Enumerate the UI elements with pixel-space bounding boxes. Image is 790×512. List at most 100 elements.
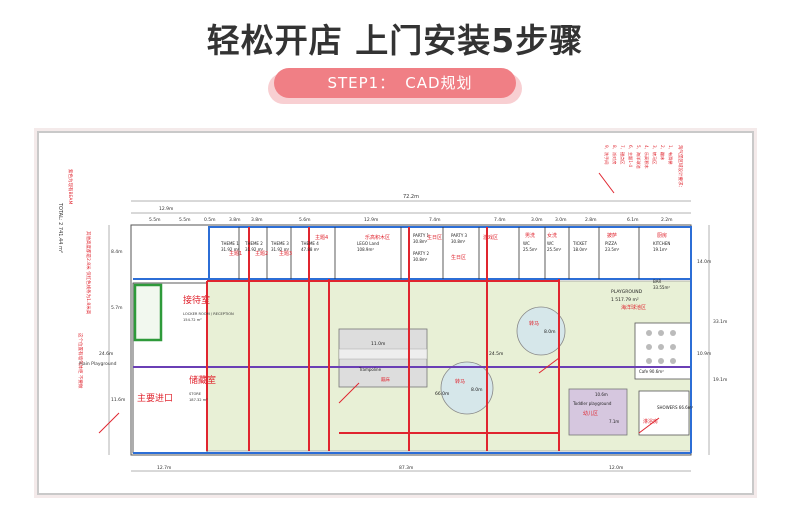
svg-text:PARTY 1: PARTY 1 <box>413 233 430 238</box>
merry-dim-2: 8.0m <box>471 387 483 393</box>
svg-text:18.0m²: 18.0m² <box>573 247 588 252</box>
svg-text:2、蹦床: 2、蹦床 <box>659 145 666 161</box>
svg-text:30.8m²: 30.8m² <box>413 239 428 244</box>
svg-text:25.5m²: 25.5m² <box>523 247 538 252</box>
cad-plan-frame: 72.2m 12.9m 5.5m 5.5m 0.5m 3.8m 3.8m 5.6… <box>37 131 754 495</box>
note-right-top: 淘气堡区域设计要求： <box>677 145 684 190</box>
svg-text:乐高积木区: 乐高积木区 <box>365 234 390 241</box>
svg-text:19.1m²: 19.1m² <box>653 247 668 252</box>
svg-text:87.3m: 87.3m <box>399 465 413 471</box>
note-left-bottom: 这个位置有墙气体柜 不要做 <box>77 333 84 389</box>
svg-text:PIZZA: PIZZA <box>605 241 617 246</box>
step-pill: STEP1： CAD规划 <box>274 68 516 98</box>
dim-left: 8.4m 5.7m 24.6m 11.6m <box>99 249 125 403</box>
svg-text:12.0m: 12.0m <box>609 465 623 471</box>
trampoline-cn: 蹦床 <box>381 376 390 383</box>
svg-text:31.92 m²: 31.92 m² <box>271 247 290 252</box>
svg-text:5.6m: 5.6m <box>299 217 311 223</box>
merry-go-round-2 <box>440 361 494 415</box>
room-dividers <box>238 227 640 279</box>
svg-text:6、主题1-4: 6、主题1-4 <box>627 145 634 167</box>
toddler-dim-1: 10.6m <box>595 392 608 397</box>
toddler-en: Toddler playground <box>572 401 612 406</box>
svg-text:30.8m²: 30.8m² <box>413 257 428 262</box>
svg-text:TICKET: TICKET <box>572 241 588 246</box>
reception-area: 154.72 m² <box>183 318 202 322</box>
svg-text:9、洗手间: 9、洗手间 <box>603 145 610 164</box>
note-left-mid: 其他高度都是2.8米 仅红色线条为1.8米高 <box>85 231 92 315</box>
svg-text:厨房: 厨房 <box>657 232 667 239</box>
red-arrows <box>98 172 660 434</box>
red-walls <box>206 227 560 451</box>
playground-label: PLAYGROUND <box>611 289 643 295</box>
svg-text:7.4m: 7.4m <box>494 217 506 223</box>
playground-area: 1 517.79 m² <box>611 297 639 303</box>
svg-text:14.0m: 14.0m <box>697 259 711 265</box>
svg-text:生日区: 生日区 <box>451 254 466 261</box>
storage-cn: 储藏室 <box>189 374 216 386</box>
svg-text:THEME 3: THEME 3 <box>270 241 289 246</box>
svg-text:游戏区: 游戏区 <box>483 234 498 241</box>
dim-66: 66.0m <box>435 391 449 397</box>
cafe-label: Cafe 90.6m² <box>639 369 664 374</box>
cafe-tables <box>646 330 676 364</box>
svg-text:主题4: 主题4 <box>315 234 328 241</box>
svg-text:WC: WC <box>523 241 530 246</box>
svg-text:PARTY 3: PARTY 3 <box>451 233 468 238</box>
showers-label: SHOWERS 66.6m² <box>657 405 694 410</box>
svg-text:23.5m²: 23.5m² <box>605 247 620 252</box>
svg-text:5.5m: 5.5m <box>179 217 191 223</box>
svg-text:PARTY 2: PARTY 2 <box>413 251 430 256</box>
trampoline-en: Trampoline <box>358 367 382 372</box>
note-right-list: 1、有滑梯 2、蹦床 3、转马区 4、乐高积木 5、海洋球池 6、主题1-4 7… <box>603 145 674 169</box>
svg-text:6.1m: 6.1m <box>627 217 639 223</box>
reception-en: LOCKER ROOM / RECEPTION <box>183 312 234 316</box>
svg-text:108.9m²: 108.9m² <box>357 247 374 252</box>
storage-en: STORE <box>189 392 202 396</box>
svg-text:主题3: 主题3 <box>279 250 292 257</box>
svg-text:0.5m: 0.5m <box>204 217 216 223</box>
svg-text:33.55m²: 33.55m² <box>653 285 670 290</box>
toddler-cn: 幼儿区 <box>583 410 598 417</box>
zone-labels: 主题1 主题2 主题3 主题4 乐高积木区 生日区 生日区 游戏区 男洗 女洗 … <box>229 232 667 311</box>
svg-text:5.5m: 5.5m <box>149 217 161 223</box>
merry-cn-2: 转马 <box>455 378 465 385</box>
main-playground-label: Main Playground <box>79 361 117 367</box>
total-area: TOTAL: 2 741.44 m² <box>57 202 63 253</box>
svg-text:31.92 m²: 31.92 m² <box>245 247 264 252</box>
storage-area: 187.32 m² <box>189 398 208 402</box>
svg-text:33.1m: 33.1m <box>713 319 727 325</box>
note-left-top: 紫色为现有BEAM <box>67 169 74 205</box>
svg-text:THEME 4: THEME 4 <box>300 241 319 246</box>
svg-text:5.7m: 5.7m <box>111 305 123 311</box>
svg-text:3.8m: 3.8m <box>229 217 241 223</box>
svg-text:披萨: 披萨 <box>607 232 617 239</box>
svg-text:11.6m: 11.6m <box>111 397 125 403</box>
svg-text:3.0m: 3.0m <box>531 217 543 223</box>
merry-go-round-1 <box>516 306 566 356</box>
entrance-green <box>133 283 163 342</box>
svg-text:KITCHEN: KITCHEN <box>653 241 670 246</box>
svg-text:12.9m: 12.9m <box>159 206 173 212</box>
svg-text:BAR: BAR <box>653 279 661 284</box>
merry-dim-1: 8.0m <box>544 329 556 335</box>
trampoline-strip <box>338 348 428 360</box>
dim-right: 14.0m 33.1m 10.9m 19.1m <box>697 259 727 383</box>
dim-total: 72.2m <box>403 194 419 200</box>
step-label: STEP1： <box>327 74 396 92</box>
rooms-band <box>208 226 692 280</box>
svg-text:3.8m: 3.8m <box>251 217 263 223</box>
svg-text:25.5m²: 25.5m² <box>547 247 562 252</box>
step-name: CAD规划 <box>405 74 473 92</box>
svg-text:19.1m: 19.1m <box>713 377 727 383</box>
svg-text:4、乐高积木: 4、乐高积木 <box>643 145 650 169</box>
svg-text:7、甜点区: 7、甜点区 <box>619 145 626 164</box>
svg-text:男洗: 男洗 <box>525 232 535 239</box>
svg-text:THEME 1: THEME 1 <box>220 241 239 246</box>
svg-text:THEME 2: THEME 2 <box>244 241 263 246</box>
svg-text:3、转马区: 3、转马区 <box>651 145 658 164</box>
svg-text:主题1: 主题1 <box>229 250 242 257</box>
svg-text:8.4m: 8.4m <box>111 249 123 255</box>
svg-text:2.2m: 2.2m <box>661 217 673 223</box>
toddler-dim-2: 7.1m <box>609 419 619 424</box>
